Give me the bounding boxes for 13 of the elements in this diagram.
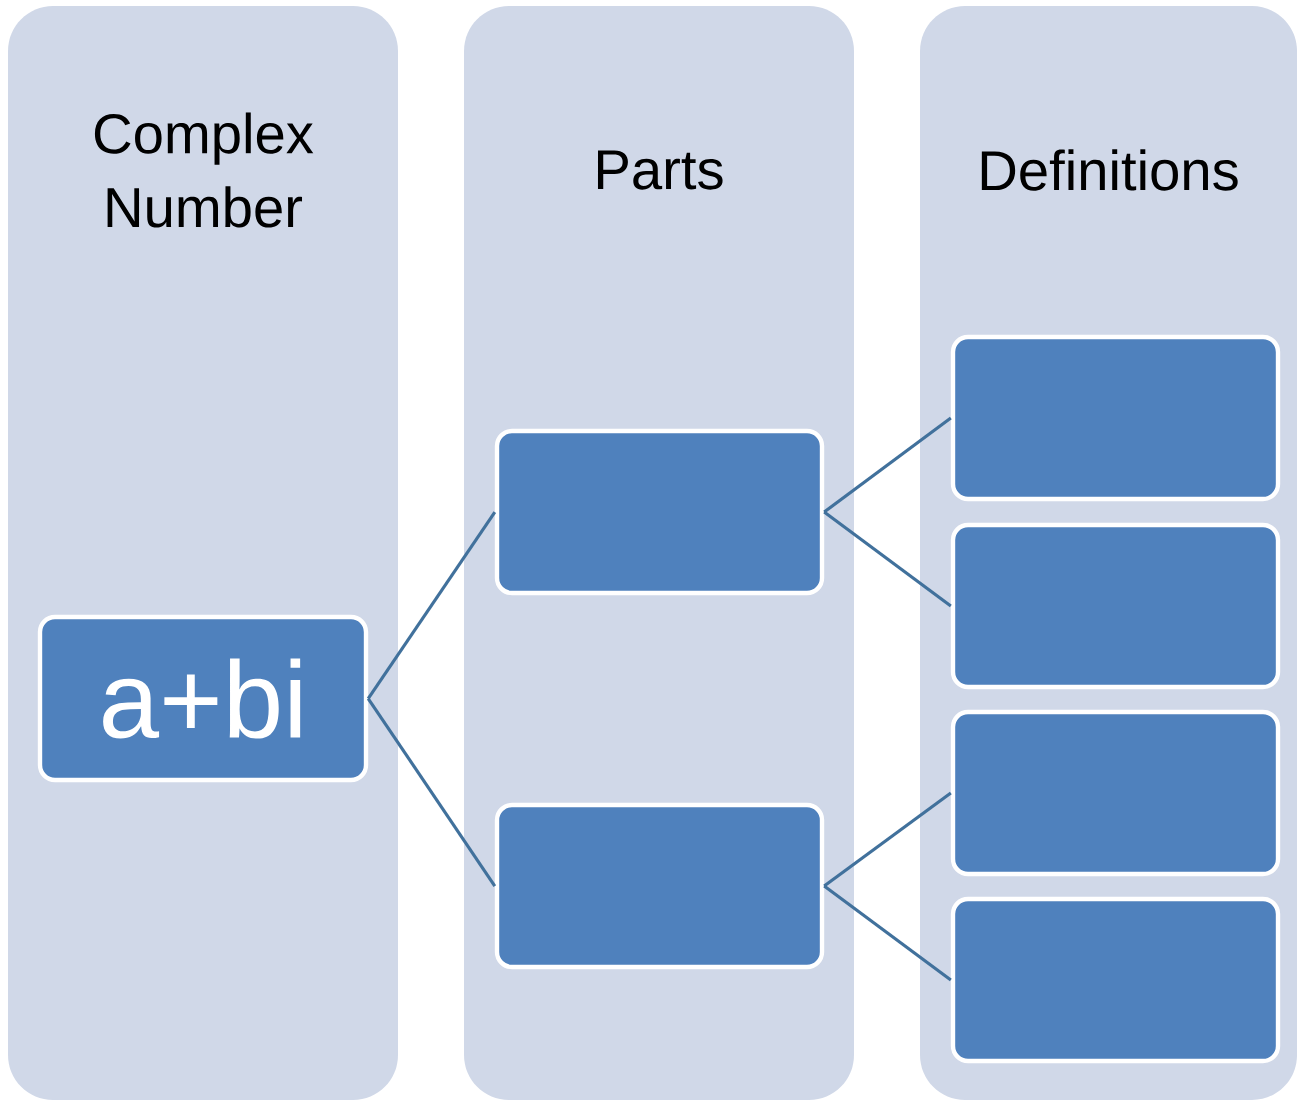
empty-box [950, 709, 1281, 877]
empty-box [950, 522, 1281, 690]
connector-line [823, 884, 952, 982]
connector-line [366, 511, 497, 700]
connector-line [823, 510, 952, 608]
empty-box [494, 428, 825, 596]
empty-box [950, 334, 1281, 502]
connector-line [366, 697, 497, 887]
empty-box [494, 802, 825, 970]
connector-line [823, 416, 952, 514]
connector-line [823, 791, 952, 888]
empty-box [950, 896, 1281, 1064]
formula-box: a+bi [37, 614, 369, 783]
